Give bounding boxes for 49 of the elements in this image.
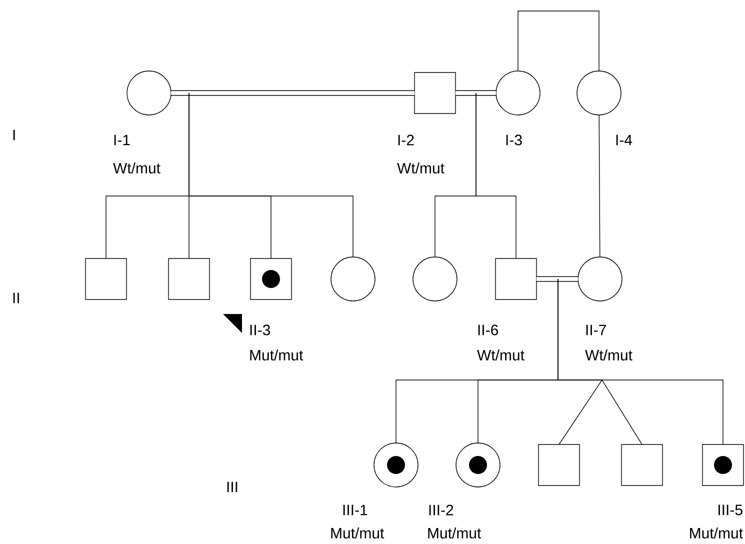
- square-symbol: [538, 444, 580, 486]
- circle-symbol: [578, 256, 622, 302]
- circle-symbol: [126, 70, 172, 116]
- circle-symbol: [412, 256, 458, 302]
- person-id-label: III-5: [718, 504, 742, 516]
- genotype-label: Wt/mut: [113, 162, 160, 174]
- descent-line: [558, 278, 724, 445]
- square-symbol: [85, 258, 127, 300]
- genotype-label: Mut/mut: [428, 527, 482, 538]
- person-id-label: I-3: [506, 134, 522, 146]
- generation-label: III: [227, 482, 238, 492]
- filled-dot: [262, 270, 280, 288]
- person-id-label: III-1: [343, 504, 368, 516]
- generation-label: II: [13, 292, 19, 304]
- square-symbol: [250, 258, 292, 300]
- genotype-label: Wt/mut: [585, 350, 632, 360]
- square-symbol: [414, 72, 456, 114]
- filled-dot: [387, 456, 405, 474]
- square-symbol: [168, 258, 210, 300]
- person-id-label: I-1: [114, 134, 130, 146]
- circle-symbol: [496, 70, 540, 116]
- circle-symbol: [576, 70, 622, 116]
- person-id-label: II-6: [478, 324, 498, 336]
- filled-dot: [469, 456, 487, 474]
- filled-dot: [714, 456, 732, 474]
- person-id-label: II-3: [250, 324, 270, 336]
- person-id-label: I-4: [616, 134, 632, 146]
- genotype-label: Mut/mut: [250, 350, 304, 360]
- circle-symbol: [330, 256, 376, 302]
- descent-line: [476, 92, 516, 259]
- circle-symbol: [456, 442, 500, 488]
- genotype-label: Mut/mut: [331, 527, 384, 538]
- sibling-line: [518, 10, 600, 72]
- person-id-label: I-2: [398, 134, 414, 146]
- person-id-label: III-2: [429, 504, 454, 516]
- square-symbol: [621, 444, 663, 486]
- couple-line: [536, 276, 578, 282]
- couple-line: [171, 90, 414, 96]
- square-symbol: [495, 258, 537, 300]
- square-symbol: [702, 444, 744, 486]
- genotype-label: Wt/mut: [397, 162, 444, 174]
- couple-line: [456, 90, 496, 96]
- generation-label: I: [13, 130, 15, 140]
- descent-line: [188, 92, 354, 258]
- descent-line: [598, 114, 600, 258]
- circle-symbol: [374, 442, 418, 488]
- genotype-label: Mut/mut: [690, 527, 743, 538]
- genotype-label: Wt/mut: [477, 350, 524, 360]
- person-id-label: II-7: [586, 324, 606, 336]
